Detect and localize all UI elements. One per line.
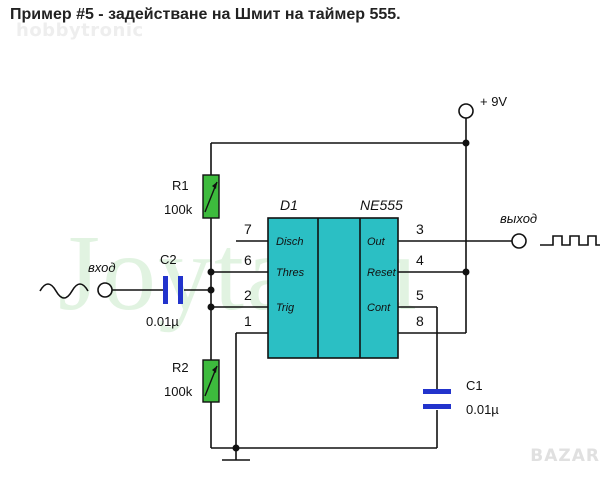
- capacitor-c2: [163, 276, 183, 304]
- pin-label-cont: Cont: [367, 302, 391, 314]
- square-wave-icon: [540, 235, 600, 246]
- input-label: вход: [88, 260, 116, 275]
- c1-ref: C1: [466, 378, 483, 393]
- chip-ne555: [267, 217, 399, 359]
- input-terminal: [97, 282, 113, 298]
- bazar-logo: BAZAR: [530, 446, 600, 466]
- pin-num-6: 6: [244, 252, 252, 268]
- resistor-r1: [202, 174, 220, 219]
- watermark-small: hobbytronic: [16, 20, 144, 41]
- pin-num-3: 3: [416, 221, 424, 237]
- page-title: Пример #5 - задействане на Шмит на тайме…: [10, 6, 401, 23]
- supply-label: + 9V: [480, 94, 507, 109]
- r2-value: 100k: [164, 384, 193, 399]
- c2-value: 0.01µ: [146, 314, 179, 329]
- output-label: выход: [500, 211, 537, 226]
- pin-num-2: 2: [244, 287, 252, 303]
- pin-label-reset: Reset: [367, 267, 397, 279]
- sine-wave-icon: [39, 283, 89, 299]
- supply-terminal: [458, 103, 474, 119]
- junction-dots: [207, 139, 470, 452]
- pin-num-4: 4: [416, 252, 424, 268]
- pin-num-5: 5: [416, 287, 424, 303]
- pin-num-7: 7: [244, 221, 252, 237]
- c1-value: 0.01µ: [466, 402, 499, 417]
- pin-label-out: Out: [367, 236, 386, 248]
- wires: [112, 118, 512, 461]
- r1-value: 100k: [164, 202, 193, 217]
- pin-num-1: 1: [244, 313, 252, 329]
- r2-ref: R2: [172, 360, 189, 375]
- pin-label-thres: Thres: [276, 267, 305, 279]
- r1-ref: R1: [172, 178, 189, 193]
- chip-part: NE555: [360, 197, 403, 213]
- c2-ref: C2: [160, 252, 177, 267]
- resistor-r2: [202, 359, 220, 403]
- chip-designator: D1: [280, 197, 298, 213]
- output-terminal: [511, 233, 527, 249]
- capacitor-c1: [423, 389, 451, 409]
- pin-label-trig: Trig: [276, 302, 295, 314]
- pin-num-8: 8: [416, 313, 424, 329]
- pin-label-disch: Disch: [276, 236, 304, 248]
